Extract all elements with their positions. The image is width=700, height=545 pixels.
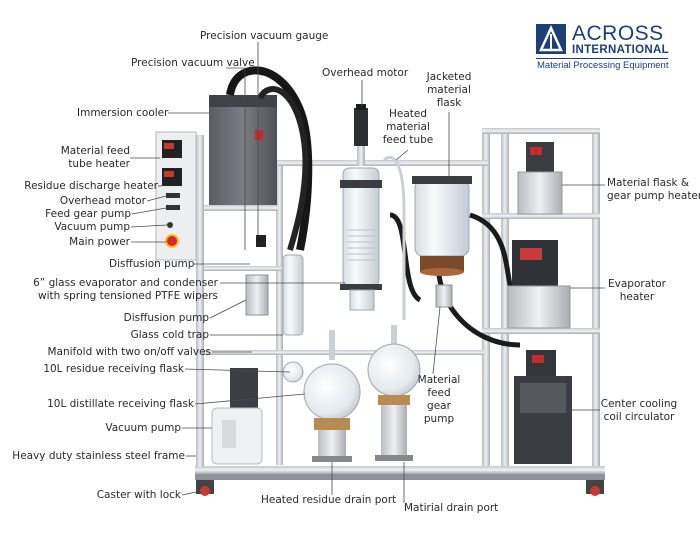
brand-logo: ACROSS INTERNATIONAL Material Processing… (536, 22, 676, 74)
cooling-hose-2 (257, 86, 309, 251)
frame-upright-right (592, 128, 600, 466)
label-material-drain-port: Matirial drain port (404, 502, 499, 514)
frame-upright-4 (501, 128, 509, 466)
material-feed-gear-pump (435, 284, 453, 308)
manifold-bar (204, 350, 484, 355)
label-jacketed-flask: Jacketed material flask (426, 71, 472, 109)
label-main-power: Main power (69, 236, 130, 248)
cork-ring-2 (378, 395, 410, 405)
brand-name-line2: INTERNATIONAL (572, 44, 669, 56)
shelf-1 (482, 213, 600, 219)
label-glass-evaporator: 6” glass evaporator and condenser with s… (33, 277, 218, 302)
heated-feed-tube (383, 156, 406, 320)
label-flask-gear-pump-heater: Material flask & gear pump heater (607, 177, 700, 202)
label-material-feed-tube-heater: Material feed tube heater (60, 145, 130, 170)
main-power-switch (165, 234, 179, 248)
frame-upright-2 (276, 160, 283, 465)
base-shadow (195, 474, 605, 480)
lab-jack-1 (318, 430, 346, 456)
label-distillate-receiving-flask: 10L distillate receiving flask (47, 398, 194, 410)
immersion-cooler (209, 95, 277, 205)
lab-jack-2 (381, 405, 407, 455)
jacketed-flask (414, 179, 470, 257)
label-precision-vacuum-valve: Precision vacuum valve (131, 57, 255, 69)
label-center-cooling-coil-circulator: Center cooling coil circulator (600, 398, 678, 423)
label-caster-with-lock: Caster with lock (96, 489, 181, 501)
label-vacuum-pump-switch: Vacuum pump (54, 221, 130, 233)
label-manifold: Manifold with two on/off valves (47, 346, 211, 358)
frame-upright-3 (482, 128, 490, 466)
label-heated-residue-drain-port: Heated residue drain port (261, 494, 397, 506)
flask-heater-controller (526, 142, 554, 172)
label-precision-vacuum-gauge: Precision vacuum gauge (200, 30, 329, 42)
cooling-hose-1 (226, 66, 313, 251)
switch-vacuum-pump (167, 222, 173, 228)
evaporator-heater-controller (512, 240, 558, 286)
label-overhead-motor-left: Overhead motor (59, 195, 146, 207)
label-residue-discharge-heater: Residue discharge heater (24, 180, 158, 192)
flask-gear-pump-heater (517, 171, 563, 215)
leader-lines (130, 42, 605, 503)
flask-heater-band (420, 256, 464, 272)
overhead-motor (354, 108, 368, 146)
vacuum-gauge (256, 235, 266, 247)
frame-bar-top (278, 160, 488, 166)
switch-feed-gear-pump (166, 205, 180, 210)
evaporator-heater (507, 285, 571, 329)
label-glass-cold-trap: Glass cold trap (130, 329, 209, 341)
label-residue-receiving-flask: 10L residue receiving flask (43, 363, 184, 375)
label-immersion-cooler: Immersion cooler (77, 107, 169, 119)
brand-name-line1: ACROSS (572, 22, 664, 45)
base-rail (195, 466, 605, 474)
glass-cold-trap (282, 254, 304, 336)
vacuum-pump (211, 407, 263, 465)
label-steel-frame: Heavy duty stainless steel frame (12, 450, 185, 462)
brand-tagline: Material Processing Equipment (537, 60, 669, 71)
diffusion-pump (245, 274, 269, 316)
label-vacuum-pump: Vacuum pump (105, 422, 181, 434)
label-heated-feed-tube: Heated material feed tube (382, 108, 434, 146)
residue-receiving-flask (303, 363, 361, 421)
frame-upright-left (196, 135, 204, 467)
frame-bar-top-right (482, 128, 600, 134)
frame-bar (204, 205, 278, 211)
label-overhead-motor-top: Overhead motor (322, 67, 409, 79)
label-feed-gear-pump: Feed gear pump (45, 208, 131, 220)
switch-overhead-motor (166, 193, 180, 198)
vacuum-pump-motor (230, 368, 258, 408)
shelf-2 (482, 328, 600, 334)
distillate-receiving-flask (367, 343, 421, 397)
label-evaporator-heater: Evaporator heater (608, 278, 666, 303)
frame-bar-mid (204, 266, 282, 271)
cork-ring-1 (314, 418, 350, 430)
label-diffusion-pump-top: Disffusion pump (109, 258, 195, 270)
label-diffusion-pump-mid: Disffusion pump (123, 312, 209, 324)
label-material-feed-gear-pump: Material feed gear pump (417, 374, 461, 425)
brand-mark-icon (536, 24, 566, 54)
